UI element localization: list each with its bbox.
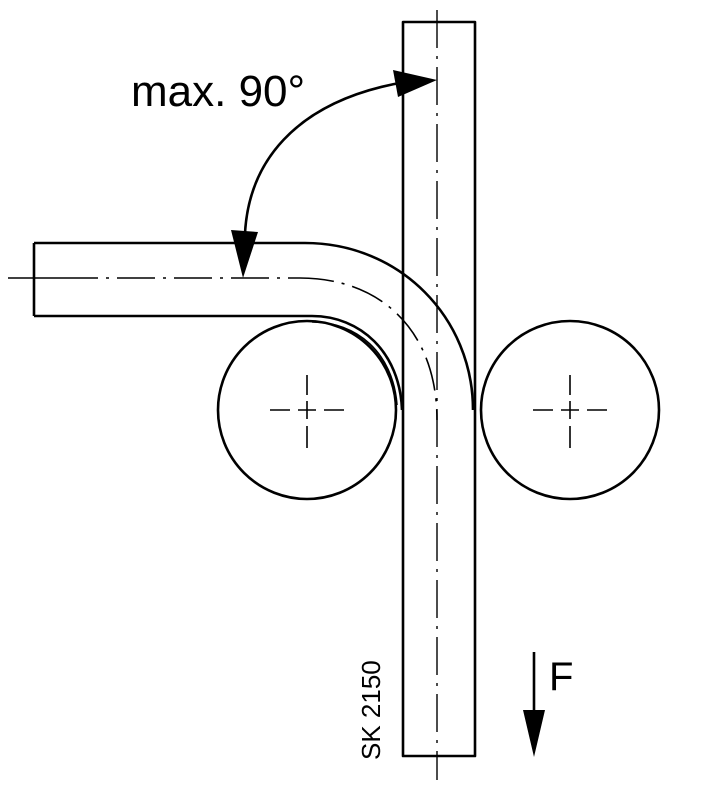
angle-dimension-arc — [243, 80, 406, 256]
left-roller — [216, 319, 398, 501]
angle-arrowhead-top — [393, 70, 437, 97]
left-roller-center-cross — [270, 375, 344, 448]
right-roller — [479, 319, 661, 501]
force-arrowhead — [523, 710, 545, 757]
angle-arrowhead-bottom — [231, 230, 258, 278]
angle-label: max. 90° — [131, 67, 305, 116]
drawing-code: SK 2150 — [356, 660, 386, 760]
force-label: F — [549, 655, 573, 699]
bend-centerline — [299, 277, 438, 421]
vertical-strip — [401, 20, 477, 758]
bent-strip-inner — [34, 314, 404, 411]
bent-strip-outer — [34, 241, 475, 411]
right-roller-center-cross — [533, 375, 607, 448]
